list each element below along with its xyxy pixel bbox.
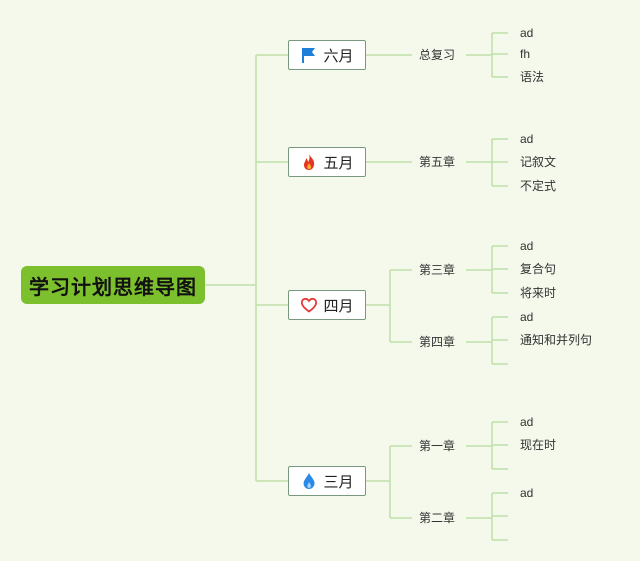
- leaf-item[interactable]: 语法: [520, 70, 545, 84]
- subtopic-chapter1[interactable]: 第一章: [419, 439, 456, 453]
- month-node-may[interactable]: 五月: [288, 147, 366, 177]
- leaf-item[interactable]: ad: [520, 486, 534, 500]
- month-label: 五月: [323, 154, 354, 172]
- root-node[interactable]: 学习计划思维导图: [21, 266, 205, 304]
- leaf-item[interactable]: 将来时: [520, 286, 557, 300]
- leaf-item[interactable]: ad: [520, 415, 534, 429]
- leaf-item[interactable]: 不定式: [520, 179, 557, 193]
- flag-icon: [300, 46, 318, 64]
- leaf-item[interactable]: ad: [520, 239, 534, 253]
- heart-icon: [300, 296, 318, 314]
- subtopic-chapter4[interactable]: 第四章: [419, 335, 456, 349]
- month-node-march[interactable]: 三月: [288, 466, 366, 496]
- subtopic-chapter2[interactable]: 第二章: [419, 511, 456, 525]
- leaf-item[interactable]: ad: [520, 310, 534, 324]
- water-drop-icon: [300, 472, 318, 490]
- subtopic-chapter3[interactable]: 第三章: [419, 263, 456, 277]
- subtopic-chapter5[interactable]: 第五章: [419, 155, 456, 169]
- leaf-item[interactable]: ad: [520, 132, 534, 146]
- leaf-item[interactable]: 复合句: [520, 262, 557, 276]
- leaf-item[interactable]: ad: [520, 26, 534, 40]
- month-node-april[interactable]: 四月: [288, 290, 366, 320]
- leaf-item[interactable]: 通知和并列句: [520, 333, 593, 347]
- month-node-june[interactable]: 六月: [288, 40, 366, 70]
- leaf-item[interactable]: 现在时: [520, 438, 557, 452]
- subtopic-review[interactable]: 总复习: [419, 48, 456, 62]
- month-label: 六月: [323, 47, 354, 65]
- leaf-item[interactable]: fh: [520, 47, 531, 61]
- leaf-item[interactable]: 记叙文: [520, 155, 557, 169]
- month-label: 三月: [323, 473, 354, 491]
- fire-icon: [300, 153, 318, 171]
- month-label: 四月: [323, 297, 354, 315]
